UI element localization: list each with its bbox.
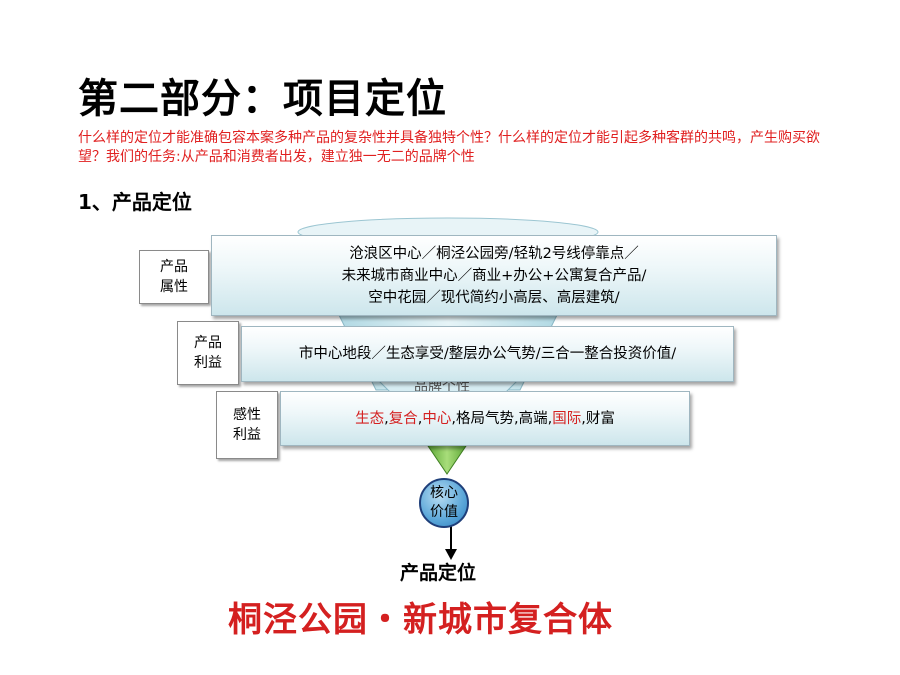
tier-line: 生态,复合,中心,格局气势,高端,国际,财富 xyxy=(355,408,615,430)
separator: , xyxy=(417,410,423,427)
label-line: 产品 xyxy=(160,259,188,275)
arrow-head xyxy=(445,549,457,560)
label-line: 利益 xyxy=(194,355,222,371)
plain-text: ,财富 xyxy=(581,410,615,427)
page-title: 第二部分：项目定位 xyxy=(78,76,447,122)
label-product-benefit: 产品 利益 xyxy=(177,321,239,385)
separator: , xyxy=(384,410,389,427)
label-line: 利益 xyxy=(233,427,261,443)
keyword-ecology: 生态 xyxy=(355,410,385,427)
label-product-attribute: 产品 属性 xyxy=(139,250,209,304)
keyword-composite: 复合 xyxy=(388,410,418,427)
tier-line: 沧浪区中心／桐泾公园旁/轻轨2号线停靠点／ xyxy=(349,245,639,262)
core-line: 价值 xyxy=(430,504,458,520)
tier-line: 空中花园／现代简约小高层、高层建筑/ xyxy=(368,289,620,306)
positioning-slogan: 桐泾公园・新城市复合体 xyxy=(228,600,613,640)
core-value-circle: 核心 价值 xyxy=(419,478,469,528)
tier-product-attribute: 沧浪区中心／桐泾公园旁/轻轨2号线停靠点／ 未来城市商业中心／商业+办公+公寓复… xyxy=(211,235,777,316)
label-line: 感性 xyxy=(233,407,261,423)
keyword-international: 国际 xyxy=(552,410,582,427)
tier-line: 市中心地段／生态享受/整层办公气势/三合一整合投资价值/ xyxy=(298,346,677,362)
plain-text: ,格局气势,高端, xyxy=(451,410,553,427)
tier-emotional-benefit: 生态,复合,中心,格局气势,高端,国际,财富 xyxy=(280,391,690,446)
keyword-center: 中心 xyxy=(422,410,452,427)
label-line: 产品 xyxy=(194,335,222,351)
tier-line: 未来城市商业中心／商业+办公+公寓复合产品/ xyxy=(341,267,647,284)
tier-product-benefit: 市中心地段／生态享受/整层办公气势/三合一整合投资价值/ xyxy=(241,326,734,382)
positioning-label: 产品定位 xyxy=(400,562,477,584)
section-heading: 1、产品定位 xyxy=(78,190,192,214)
label-line: 属性 xyxy=(160,279,188,295)
core-line: 核心 xyxy=(430,485,458,501)
intro-text: 什么样的定位才能准确包容本案多种产品的复杂性并具备独特个性？什么样的定位才能引起… xyxy=(78,130,820,165)
label-emotional-benefit: 感性 利益 xyxy=(216,391,278,459)
